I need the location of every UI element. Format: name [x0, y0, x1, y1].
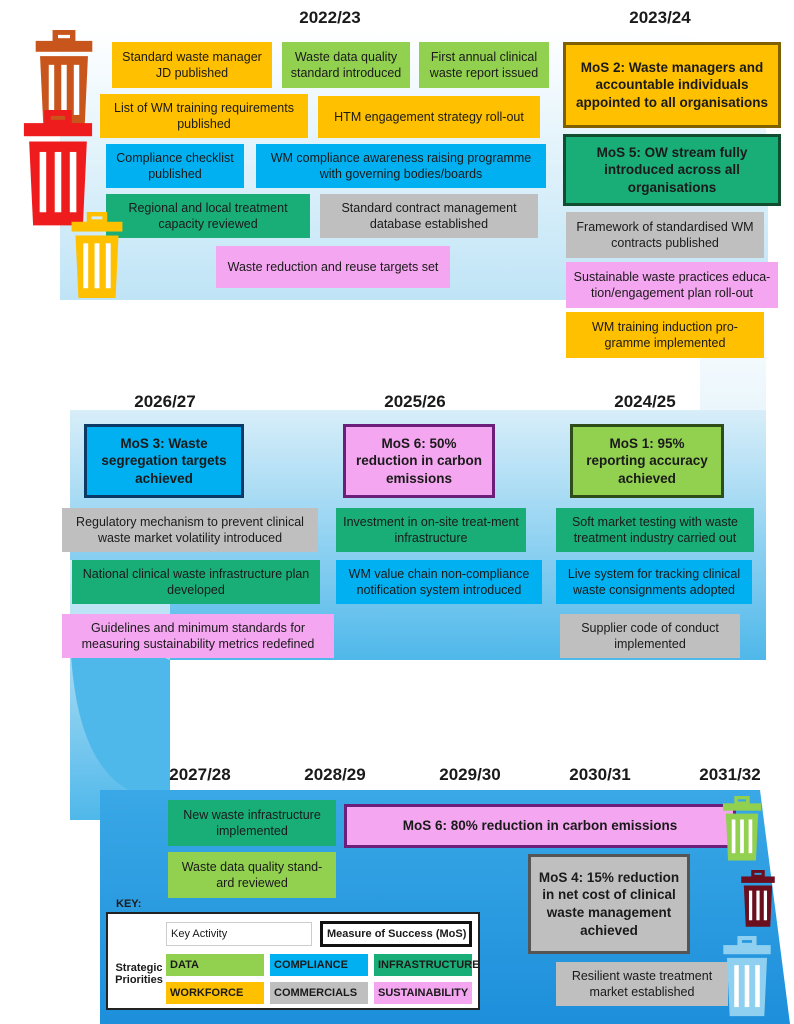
activity-regulatory-mechanism: Regulatory mechanism to prevent clinical… [62, 508, 318, 552]
activity-soft-market-testing: Soft market testing with waste treatment… [556, 508, 754, 552]
activity-data-quality-reviewed: Waste data quality stand-ard reviewed [168, 852, 336, 898]
legend-data: DATA [166, 954, 264, 976]
activity-noncompliance-system: WM value chain non-compliance notificati… [336, 560, 542, 604]
activity-htm-engagement: HTM engagement strategy roll-out [318, 96, 540, 138]
year-2031-32: 2031/32 [699, 765, 761, 784]
activity-contract-database: Standard contract management database es… [320, 194, 538, 238]
activity-compliance-checklist: Compliance checklist published [106, 144, 244, 188]
year-2025-26: 2025/26 [384, 392, 446, 411]
legend: Key Activity Measure of Success (MoS) St… [106, 912, 480, 1010]
year-2023-24: 2023/24 [629, 8, 691, 27]
green-bin-icon [722, 796, 762, 861]
mos-6-50-percent: MoS 6: 50% reduction in carbon emissions [343, 424, 495, 498]
key-title: KEY: [116, 898, 142, 910]
activity-onsite-investment: Investment in on-site treat-ment infrast… [336, 508, 526, 552]
year-2028-29: 2028/29 [304, 765, 366, 784]
mos-5-ow-stream: MoS 5: OW stream fully introduced across… [563, 134, 781, 206]
orange-bin-icon [35, 30, 93, 126]
year-2022-23: 2022/23 [299, 8, 361, 27]
red-bin-icon [23, 110, 93, 226]
mos-2-waste-managers: MoS 2: Waste managers and accountable in… [563, 42, 781, 128]
activity-awareness-programme: WM compliance awareness raising programm… [256, 144, 546, 188]
legend-mos: Measure of Success (MoS) [320, 921, 472, 947]
legend-infrastructure: INFRASTRUCTURE [374, 954, 479, 976]
mos-6-80-percent: MoS 6: 80% reduction in carbon emissions [344, 804, 736, 848]
activity-annual-clinical-report: First annual clinical waste report issue… [419, 42, 549, 88]
legend-compliance: COMPLIANCE [270, 954, 368, 976]
year-2026-27: 2026/27 [134, 392, 196, 411]
activity-standard-wm-jd: Standard waste manager JD published [112, 42, 272, 88]
year-2030-31: 2030/31 [569, 765, 631, 784]
mos-1-reporting-accuracy: MoS 1: 95% reporting accuracy achieved [570, 424, 724, 498]
activity-sustainable-education: Sustainable waste practices educa-tion/e… [566, 262, 778, 308]
legend-commercials: COMMERCIALS [270, 982, 368, 1004]
lightblue-bin-icon [723, 936, 771, 1017]
activity-supplier-code: Supplier code of conduct implemented [560, 614, 740, 658]
legend-workforce: WORKFORCE [166, 982, 264, 1004]
year-2029-30: 2029/30 [439, 765, 501, 784]
mos-3-segregation: MoS 3: Waste segregation targets achieve… [84, 424, 244, 498]
activity-training-induction: WM training induction pro-gramme impleme… [566, 312, 764, 358]
activity-guidelines-sustainability: Guidelines and minimum standards for mea… [62, 614, 334, 658]
legend-sustainability: SUSTAINABILITY [374, 982, 472, 1004]
year-2024-25: 2024/25 [614, 392, 676, 411]
activity-reduction-targets: Waste reduction and reuse targets set [216, 246, 450, 288]
activity-live-tracking: Live system for tracking clinical waste … [556, 560, 752, 604]
activity-new-infrastructure: New waste infrastructure implemented [168, 800, 336, 846]
activity-framework-contracts: Framework of standardised WM contracts p… [566, 212, 764, 258]
activity-resilient-market: Resilient waste treatment market establi… [556, 962, 728, 1006]
legend-key-activity: Key Activity [166, 922, 312, 946]
legend-strategic-priorities: Strategic Priorities [115, 962, 163, 986]
activity-training-requirements: List of WM training requirements publish… [100, 94, 308, 138]
mos-4-net-cost: MoS 4: 15% reduction in net cost of clin… [528, 854, 690, 954]
activity-national-infra-plan: National clinical waste infrastructure p… [72, 560, 320, 604]
yellow-bin-icon [71, 212, 123, 299]
activity-treatment-capacity: Regional and local treatment capacity re… [106, 194, 310, 238]
activity-data-quality-standard: Waste data quality standard introduced [282, 42, 410, 88]
maroon-bin-icon [741, 870, 775, 927]
year-2027-28: 2027/28 [169, 765, 231, 784]
